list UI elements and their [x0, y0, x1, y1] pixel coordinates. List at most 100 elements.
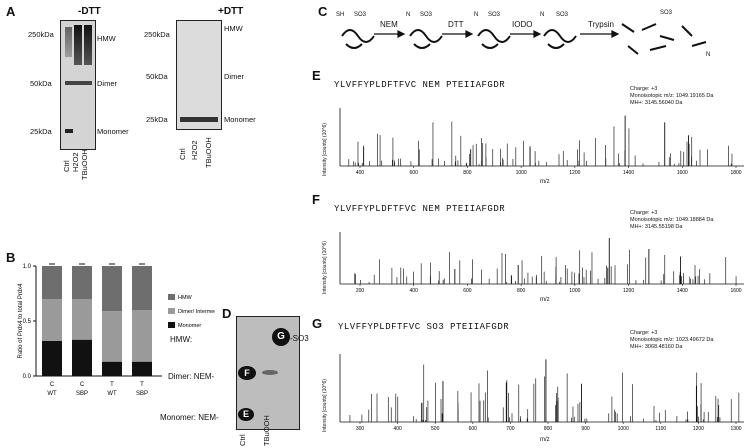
- band-e-circle: E: [238, 408, 254, 421]
- charge-g: Charge: +3: [630, 330, 658, 336]
- panel-label-d: D: [222, 306, 232, 321]
- spectrum-info-f: Charge: +3 Monoisotopic m/z: 1049.18884 …: [630, 210, 713, 231]
- ylabel-e: Intensity [counts] (10^6): [322, 123, 328, 176]
- x-tick-label: 200: [356, 288, 365, 294]
- x-tick-label: C: [80, 382, 85, 388]
- x-tick-label: 1600: [730, 288, 741, 294]
- x-tick-label: 1000: [516, 170, 527, 176]
- band-dimer-dtt: Dimer: [224, 72, 244, 81]
- band-monomer: Monomer: [97, 127, 129, 136]
- panel-label-b: B: [6, 250, 16, 265]
- blot-lane-tbuooh: [84, 25, 92, 65]
- mz-f: Monoisotopic m/z: 1049.18884 Da: [630, 217, 714, 223]
- marker-50-dtt: 50kDa: [146, 72, 168, 81]
- so3-label: -SO3: [290, 334, 309, 343]
- charge-f: Charge: +3: [630, 210, 658, 216]
- x-group-label: SBP: [136, 391, 148, 397]
- x-tick-label: 1600: [677, 170, 688, 176]
- x-tick-label: 1000: [569, 288, 580, 294]
- lane-label-h2o2-dtt: H2O2: [190, 140, 199, 160]
- x-tick-label: 1200: [693, 426, 704, 432]
- marker-25: 25kDa: [30, 127, 52, 136]
- mod-so3-5: SO3: [660, 10, 673, 16]
- legend-label: HMW: [178, 295, 193, 301]
- x-tick-label: 1100: [655, 426, 666, 432]
- schematic-lane-tbuooh: TBuOOH: [262, 415, 271, 446]
- bar-dimer-intermediate: [72, 299, 92, 340]
- legend-label: Monomer: [178, 323, 201, 329]
- step-iodo: IODO: [512, 20, 533, 29]
- x-tick-label: 800: [544, 426, 553, 432]
- mh-f: MH+: 3145.55198 Da: [630, 224, 683, 230]
- x-tick-label: 400: [356, 170, 365, 176]
- row-hmw: HMW:: [170, 335, 193, 344]
- bar-hmw: [72, 266, 92, 299]
- workflow-schematic: [341, 23, 707, 55]
- band-monomer-dtt: Monomer: [224, 115, 256, 124]
- row-monomer: Monomer: NEM-: [160, 413, 219, 422]
- marker-50: 50kDa: [30, 79, 52, 88]
- bar-monomer: [102, 361, 122, 376]
- western-blot-minus-dtt: [60, 20, 96, 150]
- monomer-band: [65, 129, 73, 133]
- y-tick-label: 0.5: [23, 319, 32, 325]
- x-tick-label: 1000: [618, 426, 629, 432]
- panel-label-f: F: [312, 192, 320, 207]
- lane-label-tbuooh-dtt: TBuOOH: [204, 137, 213, 168]
- marker-250: 250kDa: [28, 30, 54, 39]
- peptide-sequence-f: YLVFFYPLDFTFVC NEM PTEIIAFGDR: [334, 204, 506, 214]
- x-tick-label: 1400: [623, 170, 634, 176]
- peptide-fragments: [621, 23, 707, 55]
- panel-label-c: C: [318, 4, 328, 19]
- marker-250-dtt: 250kDa: [144, 30, 170, 39]
- band-dimer: Dimer: [97, 79, 117, 88]
- mod-sh: SH: [336, 12, 345, 18]
- marker-25-dtt: 25kDa: [146, 115, 168, 124]
- band-hmw: HMW: [97, 34, 116, 43]
- mz-e: Monoisotopic m/z: 1049.19165 Da: [630, 93, 714, 99]
- mh-e: MH+: 3145.56040 Da: [630, 100, 683, 106]
- ylabel-g: Intensity [counts] (10^6): [322, 379, 328, 432]
- mod-n-3: N: [540, 12, 545, 18]
- legend-swatch: [168, 294, 175, 300]
- x-tick-label: T: [110, 382, 114, 388]
- x-tick-label: 1200: [623, 288, 634, 294]
- bar-hmw: [132, 266, 152, 310]
- spectrum-info-g: Charge: +3 Monoisotopic m/z: 1023.49672 …: [630, 330, 713, 351]
- blot-lane-ctrl: [65, 27, 72, 57]
- peptide-sequence-g: YLVFFYPLDFTFVC SO3 PTEIIAFGDR: [338, 322, 510, 332]
- x-tick-label: 400: [410, 288, 419, 294]
- mod-n-4: N: [706, 52, 711, 58]
- mh-g: MH+: 3068.48160 Da: [630, 344, 683, 350]
- lane-label-h2o2: H2O2: [71, 152, 80, 172]
- x-tick-label: 900: [581, 426, 590, 432]
- band-hmw-dtt: HMW: [224, 24, 243, 33]
- protein-coil-4: [543, 29, 577, 49]
- charge-e: Charge: +3: [630, 86, 658, 92]
- xlabel-f: m/z: [540, 297, 550, 303]
- x-tick-label: 1200: [569, 170, 580, 176]
- x-tick-label: 1400: [677, 288, 688, 294]
- western-blot-plus-dtt: [176, 20, 222, 130]
- dimer-band: [65, 81, 92, 85]
- lane-label-ctrl-dtt: Ctrl: [178, 148, 187, 160]
- x-tick-label: 600: [410, 170, 419, 176]
- step-nem: NEM: [380, 20, 398, 29]
- mod-so3-2: SO3: [420, 12, 433, 18]
- x-tick-label: 1800: [730, 170, 741, 176]
- blot-lane-h2o2: [74, 25, 82, 65]
- x-tick-label: T: [140, 382, 144, 388]
- bar-hmw: [102, 266, 122, 312]
- mod-so3-4: SO3: [556, 12, 569, 18]
- xlabel-g: m/z: [540, 437, 550, 443]
- bar-monomer: [132, 361, 152, 376]
- y-axis-label: Ratio of Prdx4 to total Prdx4: [18, 283, 24, 359]
- mod-n-2: N: [474, 12, 479, 18]
- bar-hmw: [42, 266, 62, 299]
- monomer-band-dtt: [180, 117, 218, 122]
- x-tick-label: 600: [463, 288, 472, 294]
